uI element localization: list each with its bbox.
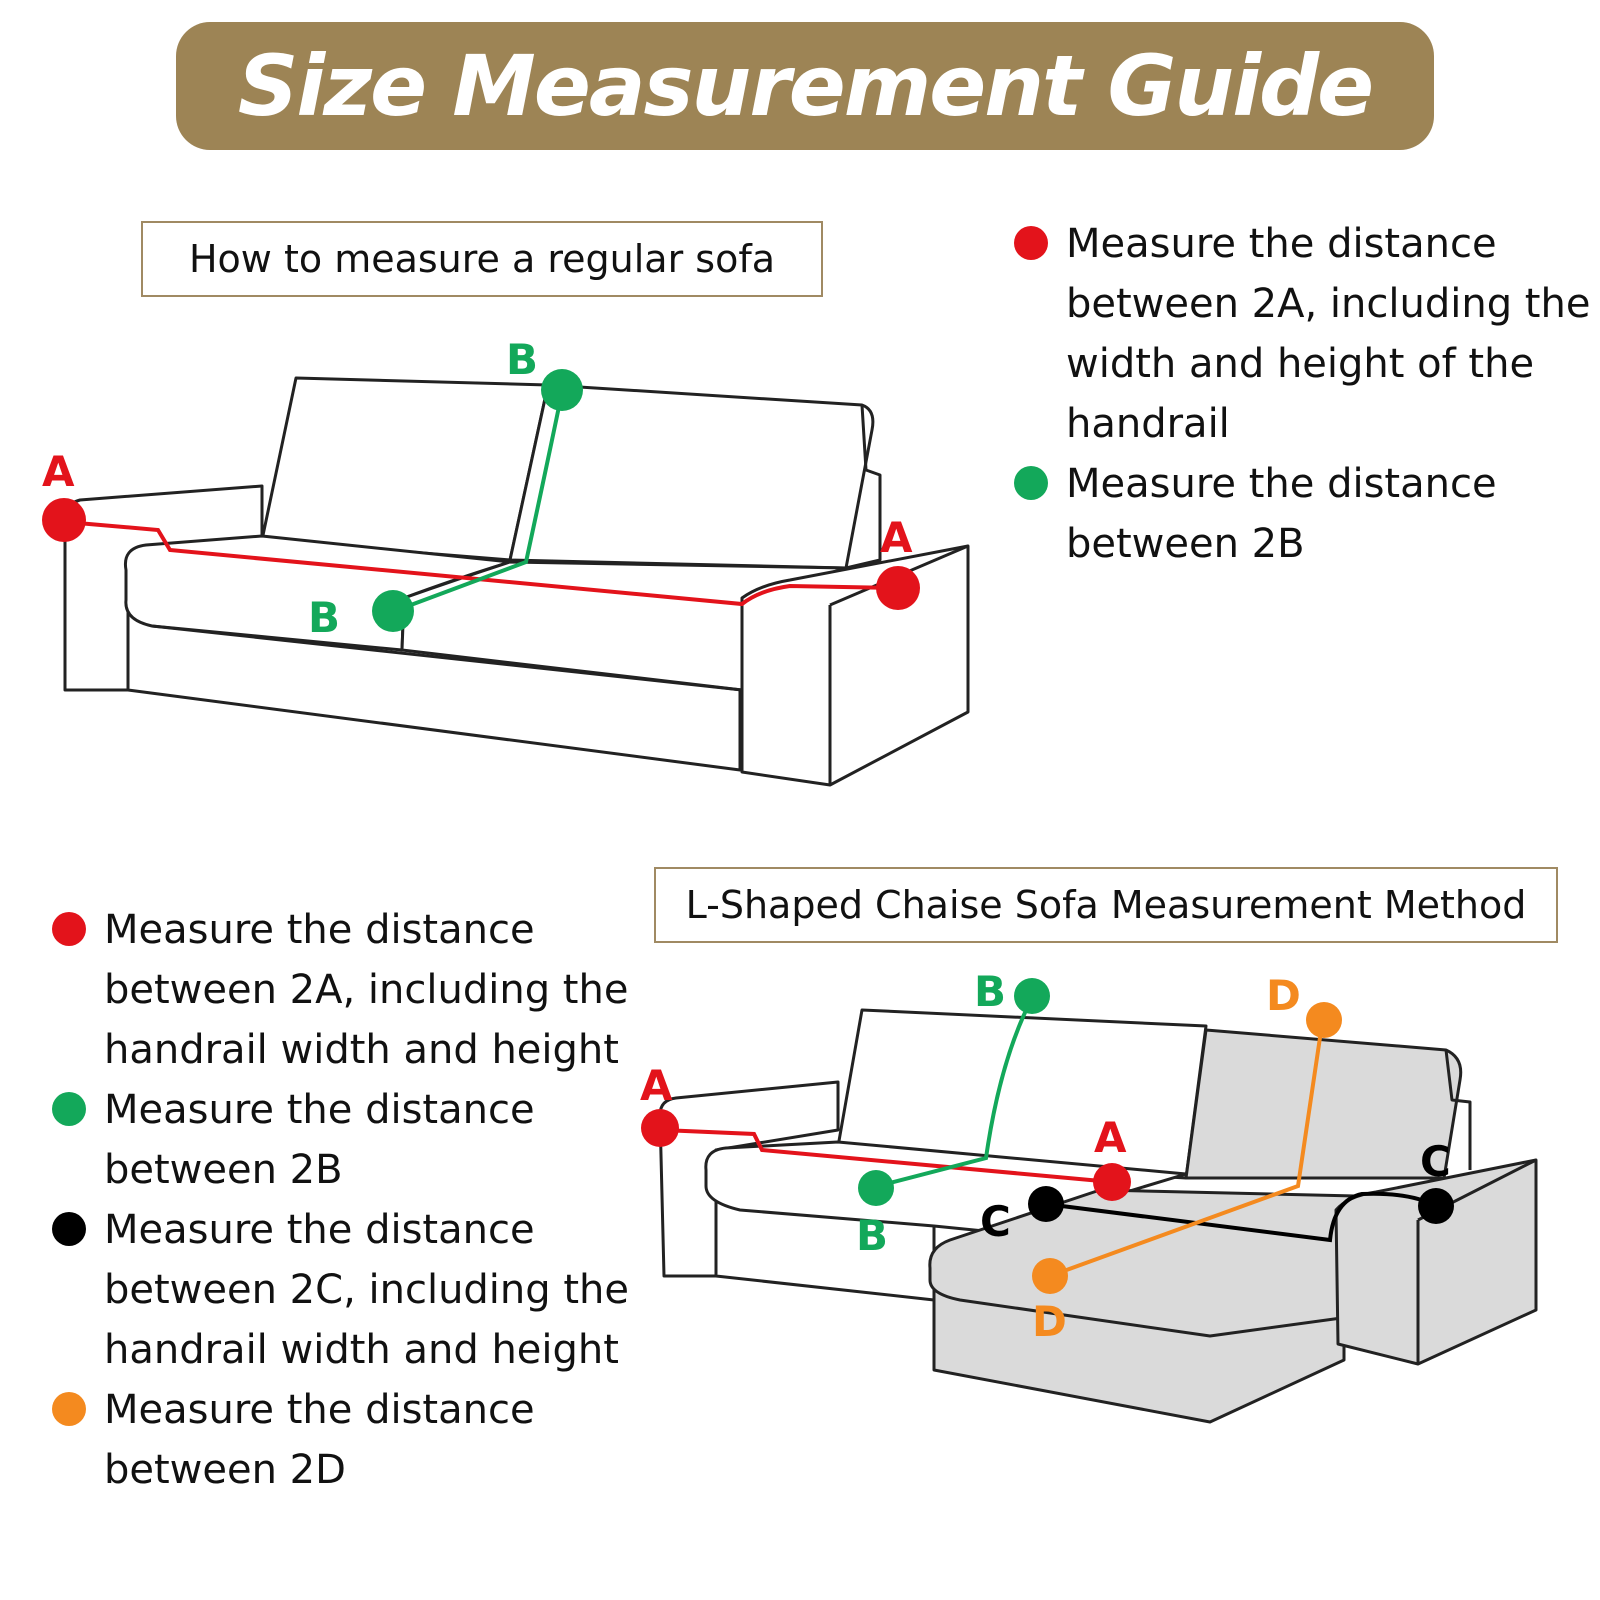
regular-sofa-heading-box: How to measure a regular sofa — [141, 221, 823, 297]
legend-line: between 2B — [104, 1147, 343, 1193]
lshape-d-label-bottom: D — [1032, 1297, 1067, 1346]
lshape-c-dot-right — [1418, 1188, 1454, 1224]
lshape-d-label-top: D — [1266, 971, 1301, 1020]
lshape-c-dot-left — [1028, 1186, 1064, 1222]
regular-b-dot-bottom — [372, 590, 414, 632]
lshape-a-line — [661, 1128, 1113, 1184]
lshape-a-dot-left — [641, 1109, 679, 1147]
lshape-sofa-heading: L-Shaped Chaise Sofa Measurement Method — [685, 883, 1527, 927]
legend-item-a: Measure the distance between 2A, includi… — [1014, 214, 1590, 454]
legend-item-c: Measure the distance between 2C, includi… — [52, 1200, 629, 1380]
title-banner: Size Measurement Guide — [176, 22, 1434, 150]
legend-line: between 2A, including the — [1066, 281, 1591, 327]
legend-line: Measure the distance — [104, 1387, 535, 1433]
legend-line: between 2B — [1066, 521, 1305, 567]
legend-line: Measure the distance — [1066, 221, 1497, 267]
legend-line: Measure the distance — [104, 1087, 535, 1133]
green-dot-icon — [52, 1092, 86, 1126]
legend-line: Measure the distance — [104, 907, 535, 953]
lshape-sofa-heading-box: L-Shaped Chaise Sofa Measurement Method — [654, 867, 1558, 943]
lshape-b-dot-top — [1014, 978, 1050, 1014]
legend-line: Measure the distance — [104, 1207, 535, 1253]
legend-line: handrail width and height — [104, 1327, 619, 1373]
green-dot-icon — [1014, 466, 1048, 500]
legend-line: handrail — [1066, 401, 1230, 447]
lshape-c-label-left: C — [980, 1197, 1011, 1246]
regular-sofa-illustration: A A B B — [42, 335, 970, 787]
lshape-a-dot-right — [1093, 1163, 1131, 1201]
lshape-a-label-right: A — [1094, 1113, 1127, 1162]
lshape-c-label-right: C — [1420, 1137, 1451, 1186]
legend-item-a: Measure the distance between 2A, includi… — [52, 900, 629, 1080]
lshape-b-label-bottom: B — [856, 1211, 888, 1260]
lshape-a-label-left: A — [640, 1061, 673, 1110]
regular-b-dot-top — [541, 369, 583, 411]
lshape-b-dot-bottom — [858, 1170, 894, 1206]
lshape-c-line — [1045, 1191, 1437, 1243]
red-dot-icon — [52, 912, 86, 946]
legend-item-d: Measure the distance between 2D — [52, 1380, 629, 1500]
back-cushion-left — [260, 376, 550, 562]
lshape-d-line — [1049, 1023, 1324, 1278]
regular-a-dot-right — [876, 566, 920, 610]
legend-line: handrail width and height — [104, 1027, 619, 1073]
lshape-sofa-legend: Measure the distance between 2A, includi… — [52, 900, 629, 1500]
lshape-d-dot-bottom — [1032, 1258, 1068, 1294]
orange-dot-icon — [52, 1392, 86, 1426]
right-armrest — [740, 544, 970, 787]
regular-a-line — [65, 520, 899, 607]
regular-sofa-legend: Measure the distance between 2A, includi… — [1014, 214, 1590, 574]
regular-b-label-bottom: B — [308, 593, 340, 642]
regular-a-dot-left — [42, 498, 86, 542]
legend-item-b: Measure the distance between 2B — [1014, 454, 1590, 574]
red-dot-icon — [1014, 226, 1048, 260]
legend-line: Measure the distance — [1066, 461, 1497, 507]
lshape-b-label-top: B — [974, 967, 1006, 1016]
lshape-sofa-illustration: A A B B C C D D — [640, 967, 1538, 1424]
legend-line: between 2A, including the — [104, 967, 629, 1013]
lshape-b-line — [877, 997, 1034, 1188]
regular-b-label-top: B — [506, 335, 538, 384]
legend-line: width and height of the — [1066, 341, 1535, 387]
regular-sofa-heading: How to measure a regular sofa — [188, 237, 775, 281]
lshape-d-dot-top — [1306, 1002, 1342, 1038]
legend-line: between 2C, including the — [104, 1267, 630, 1313]
page-title: Size Measurement Guide — [237, 37, 1374, 135]
regular-a-label-left: A — [42, 447, 75, 496]
legend-line: between 2D — [104, 1447, 346, 1493]
back-cushion-right — [508, 383, 875, 570]
legend-item-b: Measure the distance between 2B — [52, 1080, 629, 1200]
regular-a-label-right: A — [880, 513, 913, 562]
black-dot-icon — [52, 1212, 86, 1246]
